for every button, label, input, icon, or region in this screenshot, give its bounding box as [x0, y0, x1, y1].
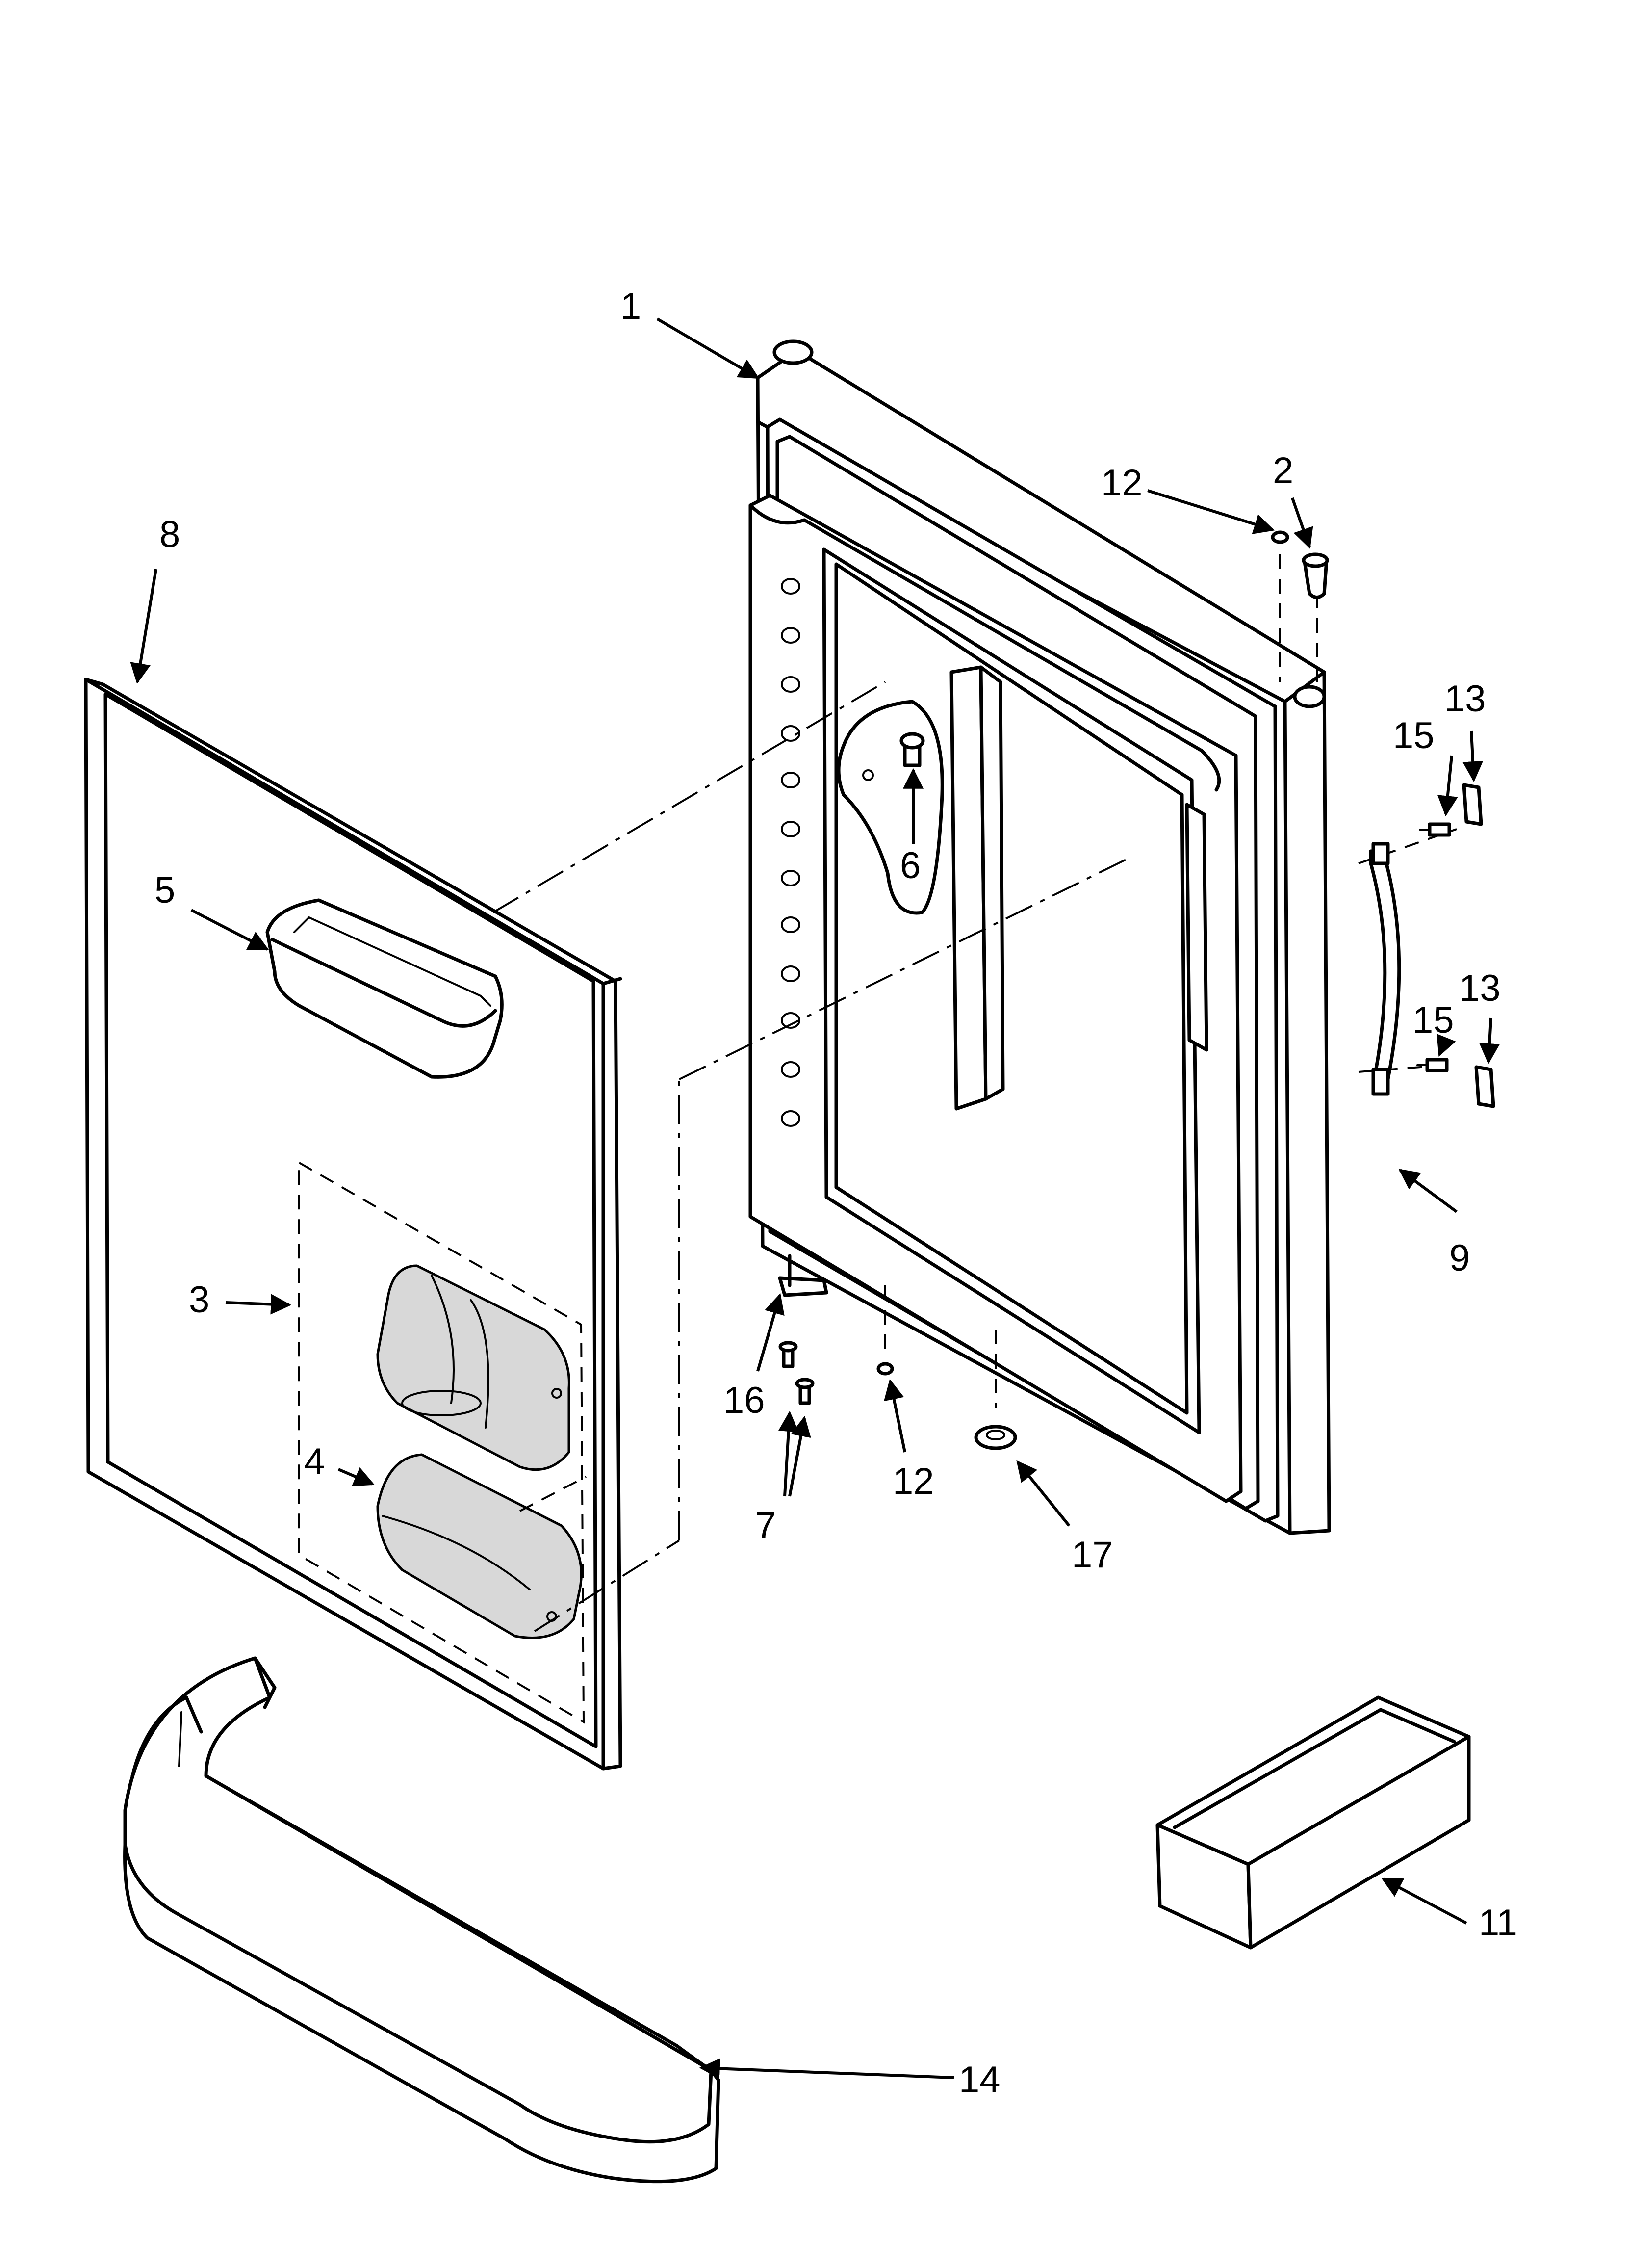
callout-numbers: 1 2 12 8 13 15 5 6 13 15 9 3 16 4 12 7 1…	[154, 286, 1517, 2101]
callout-15-top: 15	[1393, 715, 1435, 756]
long-door-shelf-part	[123, 1656, 720, 2184]
callout-7: 7	[755, 1505, 776, 1546]
liner-bumps	[781, 578, 800, 1127]
small-door-bin-part	[265, 898, 504, 1079]
small-shelf-bin-part	[1155, 1695, 1471, 1950]
callout-12-top: 12	[1101, 462, 1143, 504]
callout-17: 17	[1072, 1534, 1113, 1576]
callout-6: 6	[900, 845, 921, 886]
callout-4: 4	[304, 1441, 325, 1483]
callout-14: 14	[959, 2059, 1001, 2101]
door-bin-assembly-part	[298, 1162, 585, 1724]
leader-lines	[130, 317, 1500, 2079]
callout-15-bottom: 15	[1412, 999, 1454, 1041]
callout-11: 11	[1479, 1902, 1517, 1944]
callout-5: 5	[154, 869, 175, 911]
callout-12-bottom: 12	[893, 1460, 934, 1502]
callout-2: 2	[1273, 450, 1293, 492]
callout-1: 1	[620, 286, 641, 327]
alignment-lines	[492, 554, 1457, 1632]
hardware-parts	[778, 530, 1495, 1450]
callout-13-bottom: 13	[1459, 967, 1501, 1009]
callout-8: 8	[159, 514, 180, 555]
outer-door-part	[748, 339, 1331, 1535]
callout-13-top: 13	[1444, 678, 1486, 720]
callout-9: 9	[1449, 1237, 1470, 1279]
callout-16: 16	[723, 1380, 765, 1421]
callout-3: 3	[189, 1279, 209, 1321]
